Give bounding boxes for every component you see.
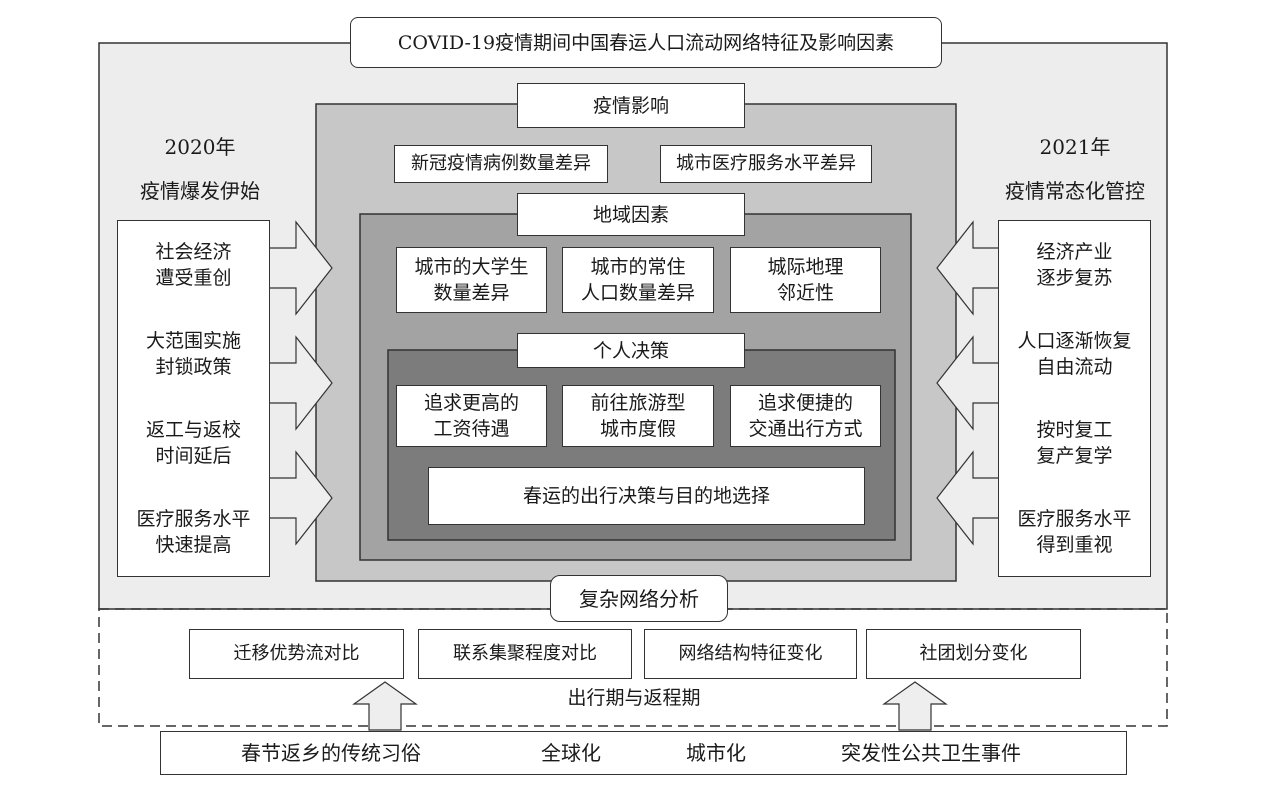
right-factor-item: 医疗服务水平 得到重视 bbox=[1017, 507, 1132, 556]
analysis-item-community: 社团划分变化 bbox=[866, 629, 1081, 679]
up-arrow-left bbox=[352, 681, 418, 731]
analysis-item-agglomeration: 联系集聚程度对比 bbox=[418, 629, 632, 679]
analysis-title: 复杂网络分析 bbox=[550, 575, 728, 622]
diagram-title: COVID-19疫情期间中国春运人口流动网络特征及影响因素 bbox=[350, 17, 942, 68]
left-phase: 疫情爆发伊始 bbox=[140, 179, 260, 203]
personal-factor-transport: 追求便捷的 交通出行方式 bbox=[730, 385, 881, 447]
left-factor-item: 大范围实施 封锁政策 bbox=[145, 330, 241, 379]
background-drivers-bar: 春节返乡的传统习俗 全球化 城市化 突发性公共卫生事件 bbox=[160, 731, 1127, 775]
right-factor-item: 按时复工 复产复学 bbox=[1036, 418, 1113, 467]
personal-outcome: 春运的出行决策与目的地选择 bbox=[428, 467, 865, 525]
right-factor-item: 人口逐渐恢复 自由流动 bbox=[1017, 330, 1132, 379]
driver-public-health-event: 突发性公共卫生事件 bbox=[841, 741, 1021, 765]
analysis-item-migration-flow: 迁移优势流对比 bbox=[189, 629, 404, 679]
regional-factor-population: 城市的常住 人口数量差异 bbox=[562, 247, 714, 313]
epidemic-title: 疫情影响 bbox=[517, 83, 745, 128]
analysis-period-label: 出行期与返程期 bbox=[567, 687, 701, 709]
analysis-item-structure: 网络结构特征变化 bbox=[644, 629, 857, 679]
driver-globalization: 全球化 bbox=[541, 741, 601, 765]
epidemic-factor-cases: 新冠疫情病例数量差异 bbox=[394, 145, 608, 183]
regional-factor-students: 城市的大学生 数量差异 bbox=[396, 247, 547, 313]
left-factor-item: 医疗服务水平 快速提高 bbox=[136, 507, 251, 556]
right-factor-item: 经济产业 逐步复苏 bbox=[1036, 241, 1113, 290]
epidemic-factor-medical: 城市医疗服务水平差异 bbox=[660, 145, 872, 183]
right-year: 2021年 bbox=[1039, 135, 1111, 159]
personal-factor-wages: 追求更高的 工资待遇 bbox=[396, 385, 547, 447]
left-factor-list: 社会经济 遭受重创 大范围实施 封锁政策 返工与返校 时间延后 医疗服务水平 快… bbox=[117, 220, 270, 577]
regional-factor-proximity: 城际地理 邻近性 bbox=[730, 247, 881, 313]
right-phase: 疫情常态化管控 bbox=[1005, 179, 1145, 203]
right-factor-list: 经济产业 逐步复苏 人口逐渐恢复 自由流动 按时复工 复产复学 医疗服务水平 得… bbox=[998, 220, 1151, 577]
driver-urbanization: 城市化 bbox=[686, 741, 746, 765]
personal-title: 个人决策 bbox=[517, 333, 745, 368]
driver-tradition: 春节返乡的传统习俗 bbox=[241, 741, 421, 765]
left-factor-item: 社会经济 遭受重创 bbox=[155, 241, 232, 290]
left-factor-item: 返工与返校 时间延后 bbox=[145, 418, 241, 467]
personal-factor-tourism: 前往旅游型 城市度假 bbox=[562, 385, 714, 447]
regional-title: 地域因素 bbox=[517, 193, 745, 236]
left-year: 2020年 bbox=[164, 135, 236, 159]
up-arrow-right bbox=[882, 681, 948, 731]
